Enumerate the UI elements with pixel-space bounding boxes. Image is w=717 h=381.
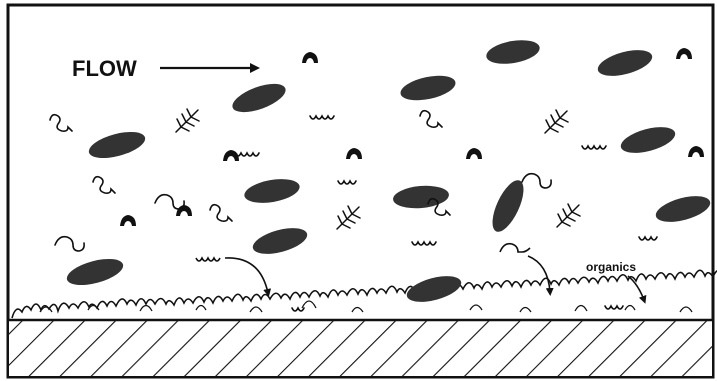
organics-label: organics bbox=[586, 260, 636, 274]
flow-label: FLOW bbox=[72, 56, 137, 81]
channel-bed bbox=[9, 320, 712, 376]
